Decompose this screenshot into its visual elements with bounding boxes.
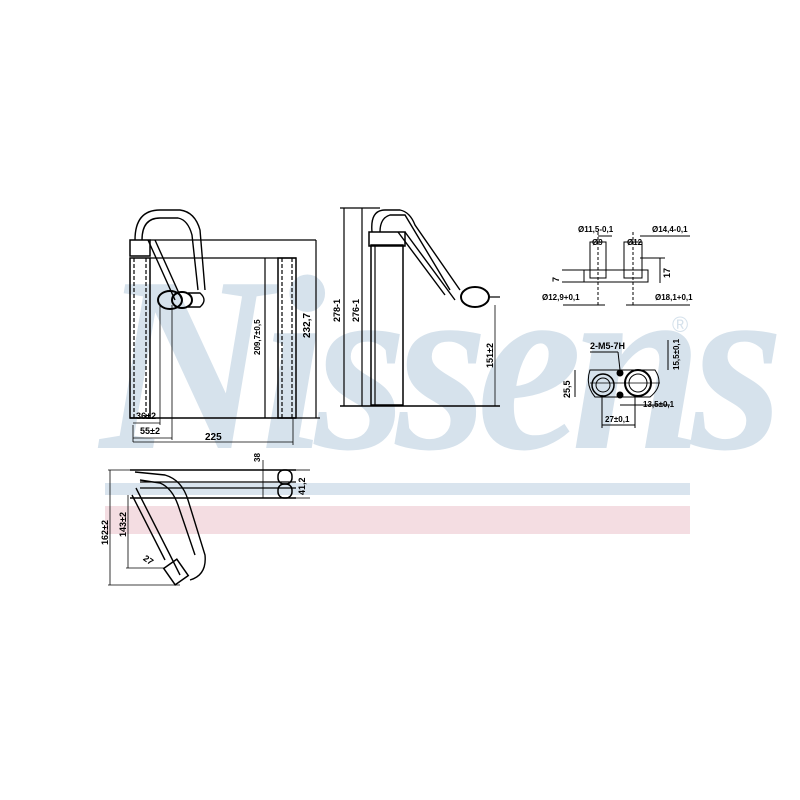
dim-side-height-2: 276-1	[351, 298, 361, 322]
flange-view	[574, 340, 670, 428]
dim-flange-height: 25,5	[562, 380, 572, 398]
dim-pipe-offset-1: 36±2	[136, 411, 156, 421]
dim-pitch: 27±0,1	[605, 415, 630, 424]
dim-overall: 162±2	[100, 520, 110, 545]
dim-height-core: 209,7±0,5	[253, 319, 262, 355]
dim-height-right: 17	[662, 267, 672, 278]
dim-pipe-height: 151±2	[485, 343, 495, 368]
dim-offset-v: 15,5±0,1	[672, 338, 681, 370]
dim-pipe-pair: 41,2	[297, 477, 307, 495]
dim-height-outer: 232,7	[302, 312, 313, 338]
dim-bore-2: Ø12	[627, 238, 643, 247]
watermark-band-pink	[105, 506, 690, 534]
dim-base-2: Ø18,1+0,1	[655, 293, 693, 302]
side-view	[340, 207, 500, 407]
dim-height-left: 7	[551, 276, 561, 282]
dim-pipe-offset-2: 55±2	[140, 426, 160, 436]
dim-bore-1: Ø9	[592, 238, 603, 247]
dim-thread: 2-M5-7H	[590, 341, 626, 351]
dim-base-1: Ø12,9+0,1	[542, 293, 580, 302]
dim-depth: 38	[253, 453, 262, 462]
dim-inner: 143±2	[118, 512, 128, 537]
front-view	[129, 209, 320, 445]
watermark-band-blue	[105, 483, 690, 495]
dim-fitting-d2: Ø14,4-0,1	[652, 225, 688, 234]
dim-offset-h: 13,5±0,1	[643, 400, 675, 409]
top-view	[108, 460, 310, 586]
dim-width: 225	[205, 432, 222, 443]
fitting-section	[562, 232, 690, 306]
dim-side-height-1: 278-1	[332, 298, 342, 322]
registered-mark: ®	[672, 312, 689, 337]
dim-fitting-d1: Ø11,5-0,1	[578, 225, 614, 234]
